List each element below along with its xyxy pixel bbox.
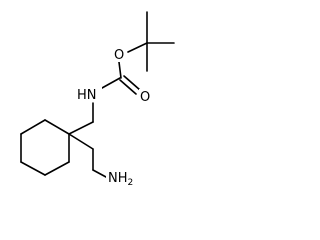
molecule-drawing: O O HN NH2 [20,11,175,188]
amide-nitrogen-label: HN [77,88,97,103]
amine-group-main: NH [108,171,128,186]
bond-carbonyl-double-a [119,79,137,95]
bond-ring-ethyl [68,133,94,150]
bond-tbu-ester-oxygen [127,42,148,53]
bond-ring-2 [44,161,70,176]
ester-oxygen-bg [113,47,126,62]
bond-carbonyl-double-b [123,75,141,91]
amide-nitrogen-bg [76,87,102,102]
bond-carbonyl-amide-nitrogen [101,77,121,89]
amine-group-subscript: 2 [128,178,134,188]
carbonyl-oxygen-bg [139,89,152,104]
carbonyl-oxygen-label: O [140,90,150,105]
bond-methylene-ring [68,121,94,135]
bond-ring-5 [20,119,46,135]
amine-group-bg [106,170,136,187]
structure-canvas: O O HN NH2 [20,11,175,188]
amine-group-label: NH2 [108,171,133,188]
bond-ring-6 [44,119,70,135]
bond-ester-oxygen-carbonyl [118,61,122,79]
bond-ch2-amine [92,169,107,178]
ester-oxygen-label: O [114,48,124,63]
bond-ring-3 [20,161,46,176]
